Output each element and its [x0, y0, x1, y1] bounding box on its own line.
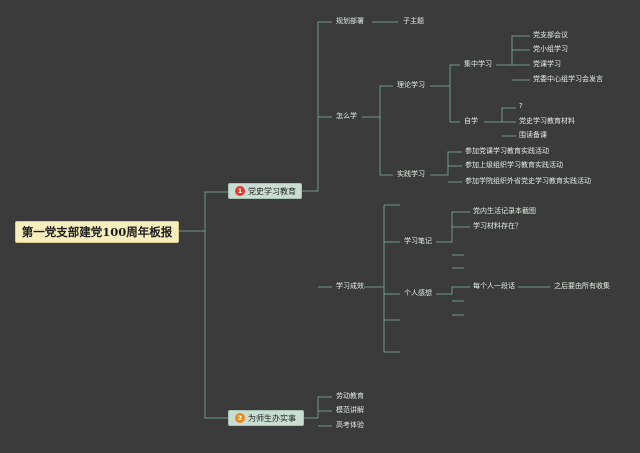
connector-branch2 — [304, 396, 332, 427]
connector-how — [362, 85, 393, 176]
node-theory-study[interactable]: 理论学习 — [397, 81, 425, 89]
node-subtopic[interactable]: 子主题 — [403, 17, 424, 25]
branch-practical-work-label: 为师生办实事 — [248, 413, 296, 423]
connector-self — [484, 107, 516, 137]
node-learning-results[interactable]: 学习成效 — [336, 282, 364, 290]
node-practice-item-3[interactable]: 参加学院组织外省党史学习教育实践活动 — [465, 177, 591, 185]
connector-branch1 — [302, 21, 332, 288]
node-feelings-detail[interactable]: 之后要由所有收集 — [554, 282, 610, 290]
node-study-notes[interactable]: 学习笔记 — [404, 237, 432, 245]
node-focused-item-2[interactable]: 党小组学习 — [533, 45, 568, 53]
node-exam-experience[interactable]: 高考体验 — [336, 421, 364, 429]
connector-practice — [430, 151, 462, 183]
root-node[interactable]: 第一党支部建党100周年板报 — [15, 221, 179, 243]
branch-party-history-label: 党史学习教育 — [248, 186, 296, 196]
node-planning[interactable]: 规划部署 — [336, 17, 364, 25]
node-model-explanation[interactable]: 模范讲解 — [336, 406, 364, 414]
connector-focused — [496, 35, 530, 81]
node-labor-education[interactable]: 劳动教育 — [336, 392, 364, 400]
node-focused-item-3[interactable]: 党课学习 — [533, 60, 561, 68]
node-focused-item-4[interactable]: 党委中心组学习会发言 — [533, 75, 603, 83]
node-notes-item-2[interactable]: 学习材料存在？ — [473, 222, 522, 230]
connector-feelings — [436, 286, 470, 316]
node-practice-study[interactable]: 实践学习 — [397, 170, 425, 178]
node-practice-item-1[interactable]: 参加党课学习教育实践活动 — [465, 147, 549, 155]
connector-notes — [436, 211, 470, 269]
node-self-item-1[interactable]: ? — [519, 102, 523, 110]
node-self-study[interactable]: 自学 — [464, 117, 478, 125]
branch-party-history[interactable]: 1 党史学习教育 — [228, 183, 302, 199]
node-focused-item-1[interactable]: 党支部会议 — [533, 31, 568, 39]
priority-1-badge: 1 — [235, 186, 245, 196]
node-self-item-3[interactable]: 围读备课 — [519, 131, 547, 139]
connector-results-extra — [384, 204, 400, 353]
connector-theory — [430, 64, 460, 123]
node-notes-item-1[interactable]: 党内生活记录本截图 — [473, 207, 536, 215]
node-personal-feelings[interactable]: 个人感想 — [404, 289, 432, 297]
node-self-item-2[interactable]: 党史学习教育材料 — [519, 117, 575, 125]
node-practice-item-2[interactable]: 参加上级组织学习教育实践活动 — [465, 161, 563, 169]
branch-practical-work[interactable]: 2 为师生办实事 — [228, 410, 304, 426]
priority-2-badge: 2 — [235, 413, 245, 423]
root-title: 第一党支部建党100周年板报 — [21, 225, 173, 239]
node-focused-study[interactable]: 集中学习 — [464, 60, 492, 68]
connector-root — [177, 191, 228, 419]
connector-results — [364, 205, 400, 352]
node-how-to-learn[interactable]: 怎么学 — [336, 112, 357, 120]
node-feelings-item[interactable]: 每个人一段话 — [473, 282, 515, 290]
